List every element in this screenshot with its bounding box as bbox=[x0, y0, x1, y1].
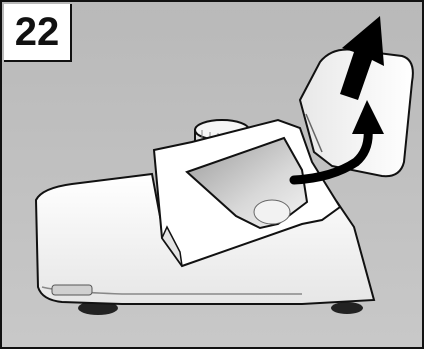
arrow-up-icon bbox=[340, 16, 384, 100]
curved-arrow-icon bbox=[289, 100, 384, 185]
lid bbox=[298, 48, 414, 178]
step-number: 22 bbox=[4, 4, 72, 62]
